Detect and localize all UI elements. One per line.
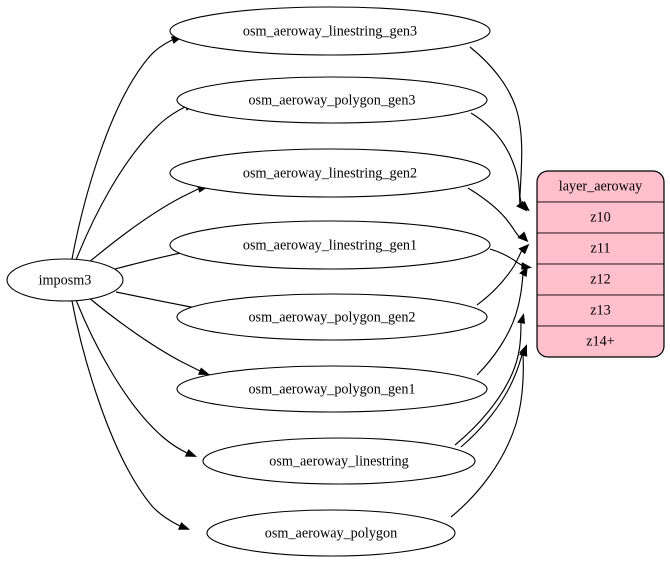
node-osm-aeroway-linestring[interactable]: osm_aeroway_linestring (202, 437, 476, 485)
node-imposm3-label: imposm3 (39, 272, 92, 288)
edge-imposm3-to-polygon (71, 300, 191, 530)
table-row-z11-cell[interactable] (537, 232, 664, 265)
edge-polygon-gen2-to-z11 (476, 243, 530, 306)
table-row-z10-label: z10 (590, 209, 611, 225)
node-osm-aeroway-polygon-gen3[interactable]: osm_aeroway_polygon_gen3 (176, 76, 488, 124)
node-polygon-gen3-label: osm_aeroway_polygon_gen3 (248, 92, 415, 108)
table-row-z14-label: z14+ (586, 333, 615, 349)
node-osm-aeroway-linestring-gen1[interactable]: osm_aeroway_linestring_gen1 (169, 220, 491, 270)
node-linestring-gen3-label: osm_aeroway_linestring_gen3 (243, 23, 417, 39)
table-row-z13-label: z13 (590, 302, 611, 318)
node-osm-aeroway-polygon-gen2[interactable]: osm_aeroway_polygon_gen2 (176, 293, 488, 341)
edge-polygon-to-z14 (450, 345, 528, 518)
table-row-z12-label: z12 (590, 271, 611, 287)
node-polygon-gen3-shape[interactable] (176, 76, 488, 124)
edges-to-table (450, 46, 533, 518)
node-polygon-label: osm_aeroway_polygon (265, 525, 397, 541)
node-polygon-gen2-shape[interactable] (176, 293, 488, 341)
node-polygon-shape[interactable] (206, 509, 456, 557)
node-linestring-label: osm_aeroway_linestring (269, 453, 408, 469)
table-row-z11-label: z11 (591, 240, 611, 256)
table-row-z10-cell[interactable] (537, 201, 664, 234)
node-imposm3-shape[interactable] (6, 258, 124, 302)
node-osm-aeroway-linestring-gen2[interactable]: osm_aeroway_linestring_gen2 (169, 148, 491, 198)
node-linestring-gen2-shape[interactable] (169, 148, 491, 198)
edge-linestring-gen3-to-z10 (469, 46, 530, 212)
node-linestring-shape[interactable] (202, 437, 476, 485)
edge-imposm3-to-linestring-gen3 (71, 36, 184, 260)
node-imposm3[interactable]: imposm3 (6, 258, 124, 302)
node-layer-aeroway-table[interactable]: layer_aeroway z10 z11 z12 z13 z14+ (536, 170, 665, 358)
table-row-z12-cell[interactable] (537, 263, 664, 296)
edge-linestring-gen2-to-z11 (467, 187, 529, 243)
edge-linestring-to-z13 (454, 313, 526, 446)
edge-polygon-gen1-to-z12 (476, 265, 528, 376)
node-polygon-gen1-label: osm_aeroway_polygon_gen1 (248, 381, 415, 397)
node-polygon-gen2-label: osm_aeroway_polygon_gen2 (248, 309, 415, 325)
node-linestring-gen1-shape[interactable] (169, 220, 491, 270)
table-outline (536, 170, 665, 358)
node-osm-aeroway-linestring-gen3[interactable]: osm_aeroway_linestring_gen3 (169, 6, 491, 56)
node-osm-aeroway-polygon[interactable]: osm_aeroway_polygon (206, 509, 456, 557)
node-polygon-gen1-shape[interactable] (176, 365, 488, 413)
table-header-label: layer_aeroway (559, 178, 643, 194)
table-row-z14-cell[interactable] (537, 325, 664, 357)
edge-imposm3-to-polygon-gen3 (75, 103, 197, 261)
node-linestring-gen1-label: osm_aeroway_linestring_gen1 (243, 237, 417, 253)
node-linestring-gen2-label: osm_aeroway_linestring_gen2 (243, 165, 417, 181)
node-linestring-gen3-shape[interactable] (169, 6, 491, 56)
edge-imposm3-to-polygon-gen1 (87, 296, 211, 376)
node-osm-aeroway-polygon-gen1[interactable]: osm_aeroway_polygon_gen1 (176, 365, 488, 413)
edge-polygon-gen3-to-z10 (470, 112, 528, 212)
edge-imposm3-to-linestring (75, 299, 198, 457)
